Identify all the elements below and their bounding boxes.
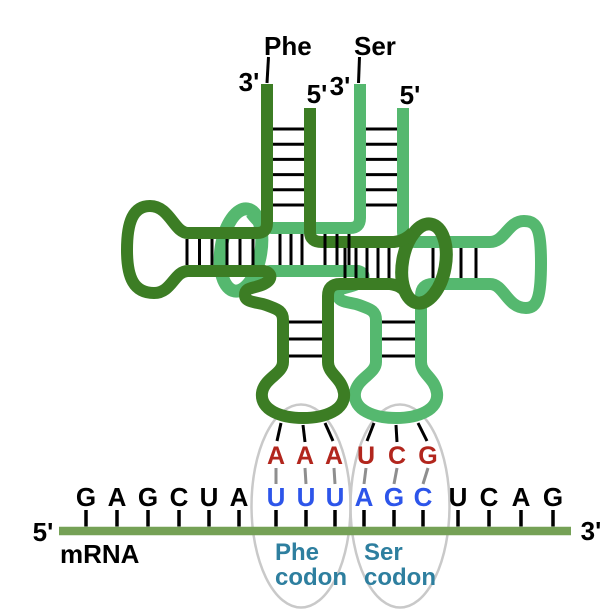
phe-anticodon-tick [275, 422, 283, 442]
pair-tick [362, 467, 368, 485]
anticodon-base: U [357, 442, 375, 470]
codon-base: G [384, 482, 404, 512]
mrna-base: A [230, 482, 249, 512]
pair-tick [392, 467, 399, 485]
mrna-base: U [449, 482, 468, 512]
anticodon-base: A [296, 442, 314, 470]
anticodon-base: C [388, 442, 406, 470]
codon-base: U [267, 482, 286, 512]
ser-codon-ellipse [349, 403, 451, 609]
trna-phe-t-loop [395, 217, 453, 310]
mrna-label: mRNA [60, 539, 140, 569]
phe-label-tick [265, 56, 270, 84]
pair-tick [421, 467, 430, 485]
phe-three-prime-label: 3' [239, 67, 260, 97]
ser-anticodon-tick [416, 422, 429, 442]
ser-codon-label-line2: codon [364, 564, 436, 591]
mrna-base: A [108, 482, 127, 512]
mrna-five-prime-label: 5' [33, 517, 54, 547]
ser-five-prime-label: 5' [400, 80, 421, 110]
anticodon-base: G [418, 442, 437, 470]
anticodon-base: A [267, 442, 285, 470]
mrna-base: G [138, 482, 158, 512]
phe-label: Phe [264, 31, 312, 61]
phe-anticodon-tick [301, 424, 307, 443]
phe-five-prime-label: 5' [307, 79, 328, 109]
codon-base: A [355, 482, 374, 512]
mrna-three-prime-label: 3' [581, 516, 602, 546]
anticodon-base: A [325, 442, 343, 470]
phe-codon-label-line2: codon [275, 564, 347, 591]
mrna-base: C [480, 482, 499, 512]
mrna-base: U [200, 482, 219, 512]
ser-label-tick [357, 56, 361, 84]
pair-tick [303, 467, 308, 485]
mrna-base: G [543, 482, 563, 512]
codon-base: C [414, 482, 433, 512]
trna-ser-d-loop [213, 202, 269, 298]
phe-anticodon-tick [323, 422, 335, 442]
ser-three-prime-label: 3' [330, 71, 351, 101]
codon-base: U [297, 482, 316, 512]
ser-codon-label-line1: Ser [364, 539, 403, 566]
mrna-base: G [76, 482, 96, 512]
phe-codon-label-line1: Phe [275, 539, 319, 566]
trna-phe-body [121, 84, 418, 424]
mrna-base: C [170, 482, 189, 512]
mrna-base: A [512, 482, 531, 512]
ser-anticodon-tick [394, 424, 399, 443]
codon-base: U [326, 482, 345, 512]
ser-anticodon-tick [365, 422, 376, 442]
ser-label: Ser [354, 31, 396, 61]
pair-tick [332, 467, 337, 485]
